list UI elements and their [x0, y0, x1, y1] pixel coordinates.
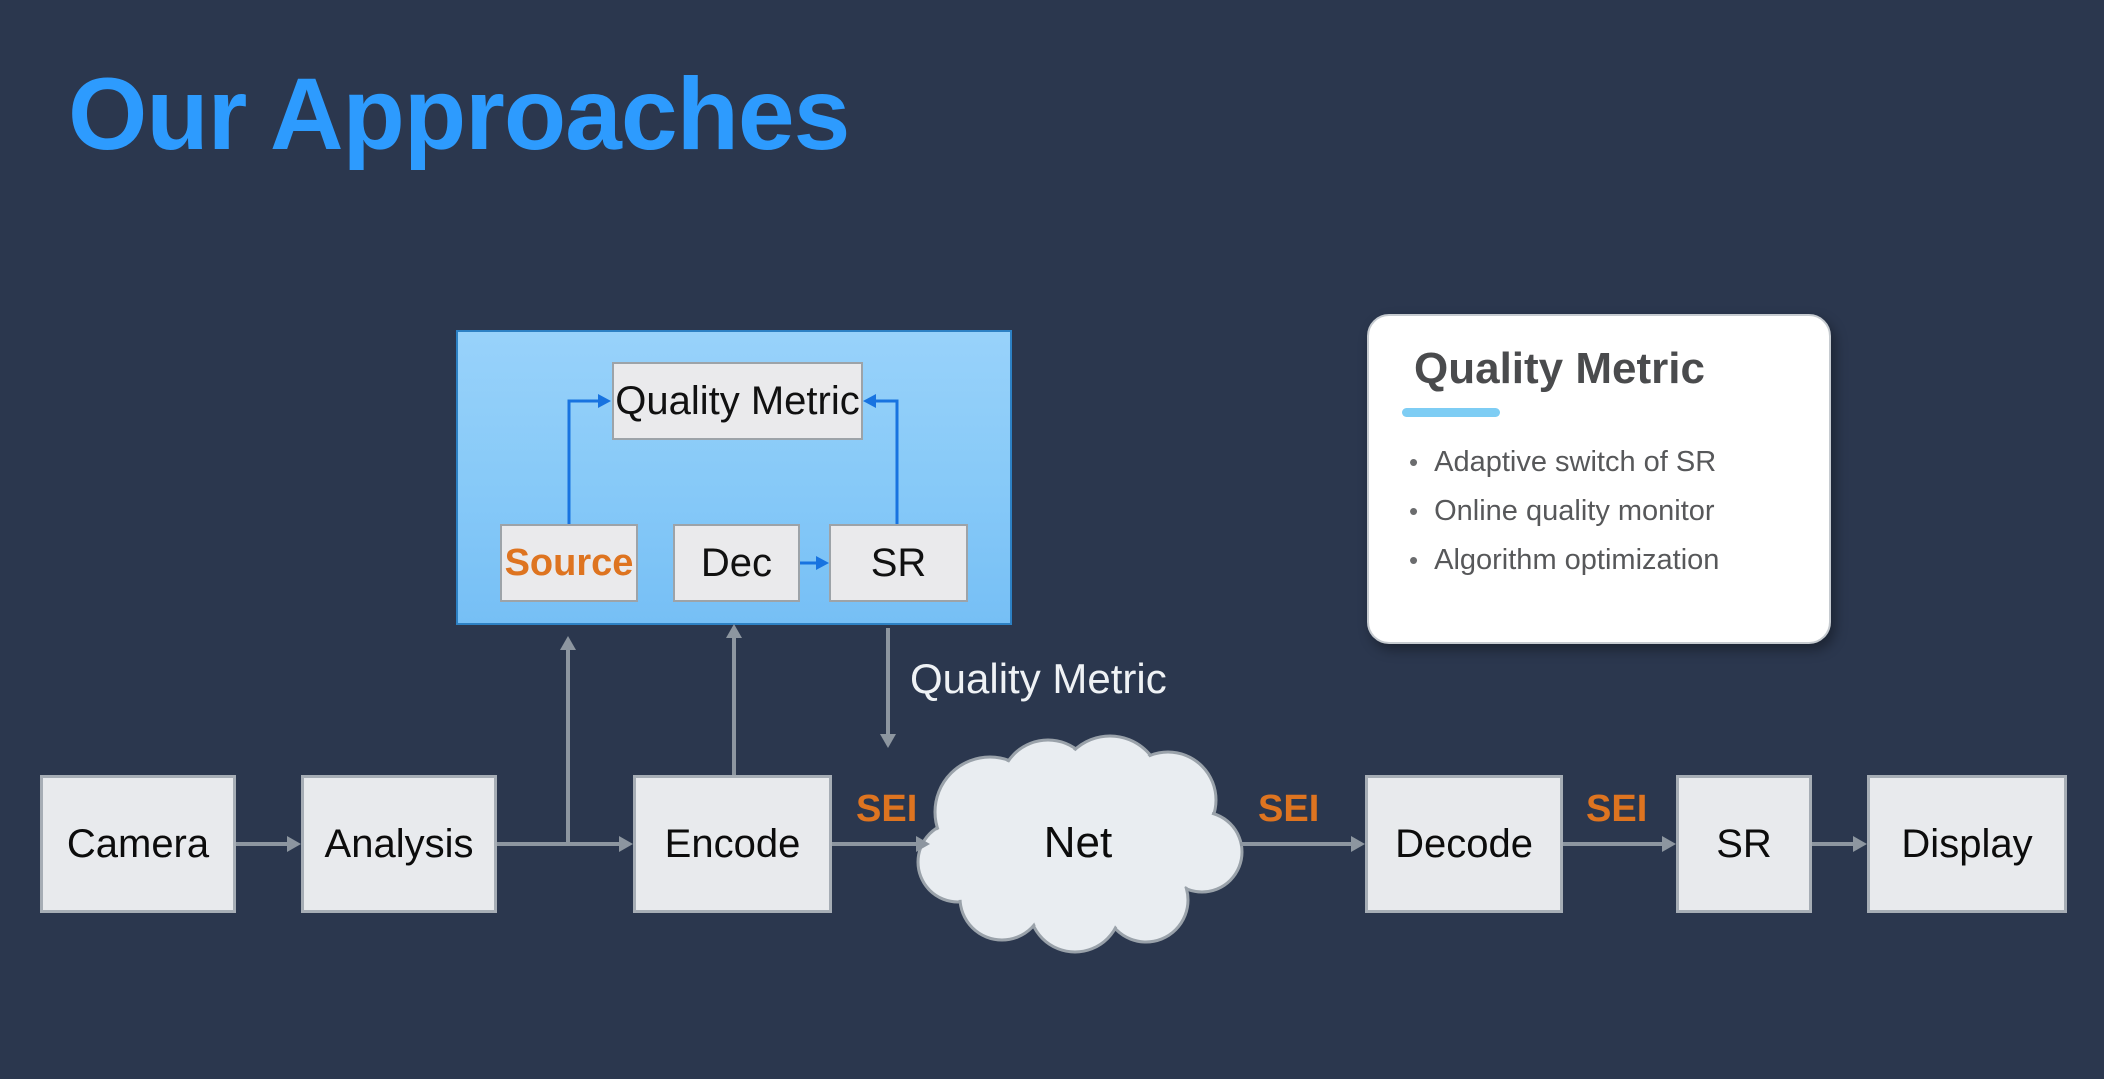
arrowhead-up-encode	[726, 624, 742, 638]
panel-dec-label: Dec	[700, 540, 773, 585]
arrowhead-decode-sr	[1662, 836, 1676, 852]
arrowhead-down-quality-metric	[880, 734, 896, 748]
quality-metric-flow-label: Quality Metric	[910, 655, 1167, 702]
node-sr-label: SR	[1716, 821, 1772, 866]
card-bullet-item: • Adaptive switch of SR	[1409, 446, 1719, 479]
sei-label-net-decode: SEI	[1258, 788, 1320, 830]
panel-source-label: Source	[504, 541, 634, 584]
panel-sr-label: SR	[870, 540, 927, 585]
card-title-underline	[1402, 408, 1500, 417]
card-bullet-text: Online quality monitor	[1434, 495, 1715, 527]
node-display-label: Display	[1901, 821, 2033, 866]
panel-quality-metric-label: Quality Metric	[615, 378, 860, 423]
card-bullet-text: Algorithm optimization	[1434, 544, 1720, 576]
node-decode: Decode	[1365, 775, 1563, 913]
net-cloud-label: Net	[1043, 818, 1113, 867]
node-camera-label: Camera	[66, 821, 210, 866]
node-sr: SR	[1676, 775, 1812, 913]
node-encode-label: Encode	[664, 821, 801, 866]
node-display: Display	[1867, 775, 2067, 913]
arrowhead-sr-display	[1853, 836, 1867, 852]
node-analysis: Analysis	[301, 775, 497, 913]
bullet-dot-icon: •	[1409, 496, 1419, 526]
arrowhead-encode-net	[916, 836, 930, 852]
card-title: Quality Metric	[1414, 344, 1705, 393]
node-analysis-label: Analysis	[324, 821, 474, 866]
page-title: Our Approaches	[68, 57, 850, 171]
card-bullet-list: • Adaptive switch of SR • Online quality…	[1409, 446, 1719, 577]
node-camera: Camera	[40, 775, 236, 913]
card-bullet-text: Adaptive switch of SR	[1434, 446, 1717, 478]
sei-label-encode-net: SEI	[856, 788, 918, 830]
quality-metric-card: Quality Metric • Adaptive switch of SR •…	[1367, 314, 1831, 644]
node-decode-label: Decode	[1395, 821, 1533, 866]
arrowhead-camera-analysis	[287, 836, 301, 852]
arrowhead-analysis-encode	[619, 836, 633, 852]
panel-dec-box: Dec	[673, 524, 800, 602]
panel-source-box: Source	[500, 524, 638, 602]
bullet-dot-icon: •	[1409, 447, 1419, 477]
card-bullet-item: • Algorithm optimization	[1409, 544, 1719, 577]
arrowhead-net-decode	[1351, 836, 1365, 852]
panel-quality-metric-box: Quality Metric	[612, 362, 863, 440]
panel-sr-box: SR	[829, 524, 968, 602]
arrowhead-up-source	[560, 636, 576, 650]
bullet-dot-icon: •	[1409, 545, 1419, 575]
card-bullet-item: • Online quality monitor	[1409, 495, 1719, 528]
sei-label-decode-sr: SEI	[1586, 788, 1648, 830]
node-encode: Encode	[633, 775, 832, 913]
